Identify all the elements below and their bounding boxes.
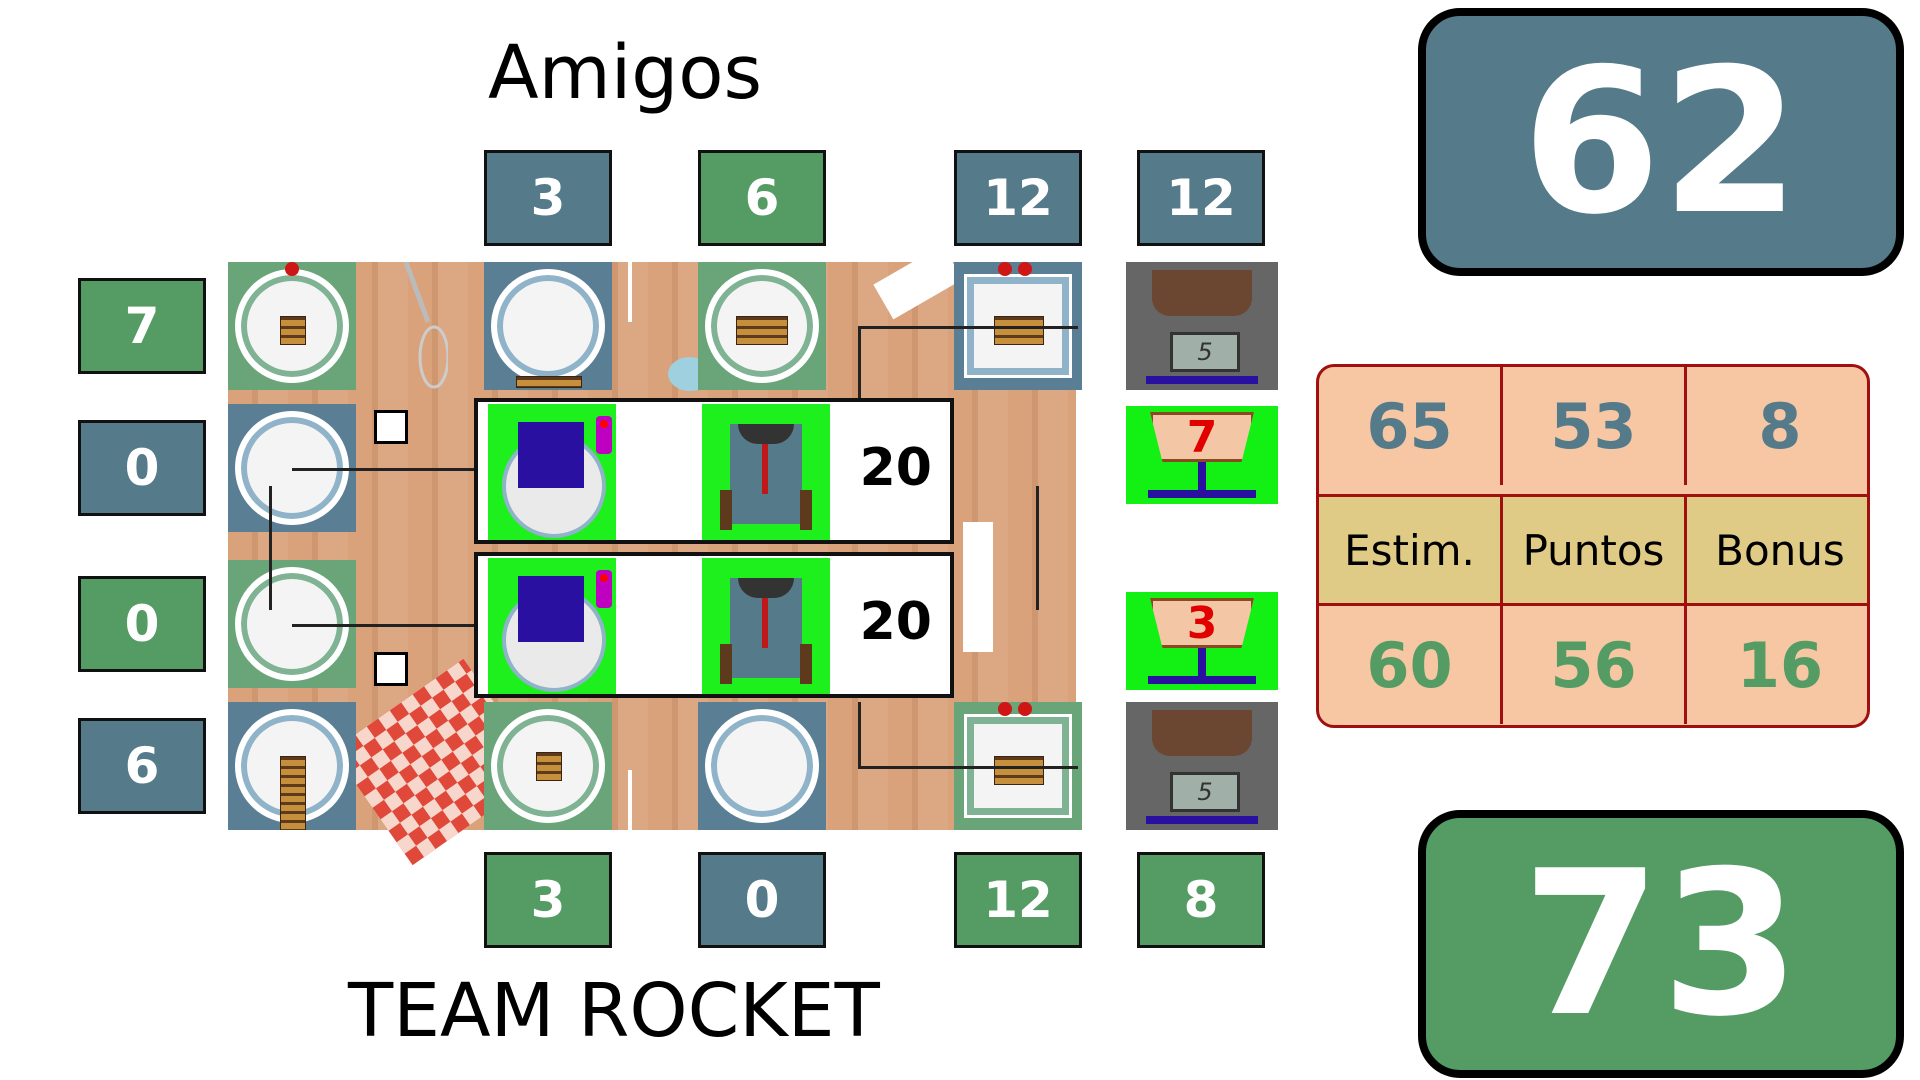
robot-panel-1[interactable]: 20 [474, 398, 954, 544]
column-score-bottom-2: 0 [698, 852, 826, 948]
estim-bottom-value: 60 [1319, 606, 1503, 724]
puntos-label: Puntos [1503, 497, 1687, 603]
bonus-bottom-value: 16 [1736, 628, 1824, 702]
bottom-team-name: TEAM ROCKET [348, 968, 880, 1054]
scale-estimate-2[interactable]: 3 [1126, 592, 1278, 690]
path-line [292, 468, 474, 471]
scale-top[interactable]: 5 [1126, 262, 1278, 390]
red-marker-icon [1018, 262, 1032, 276]
column-score-bottom-4: 8 [1137, 852, 1265, 948]
path-line [858, 326, 861, 406]
robot-icon [488, 558, 616, 694]
cookie-stack-icon [536, 752, 562, 781]
tile-r1c4[interactable] [698, 262, 826, 390]
cookie-stack-icon [994, 756, 1044, 785]
cookie-stack-icon [736, 316, 788, 345]
path-line [858, 766, 1078, 769]
game-board [228, 244, 1082, 866]
top-team-total: 62 [1418, 8, 1904, 276]
basket-icon [1152, 270, 1252, 316]
tile-r1c1[interactable] [228, 262, 356, 390]
puntos-bottom-value: 56 [1503, 606, 1687, 724]
row-score-3: 0 [78, 576, 206, 672]
red-marker-icon [1018, 702, 1032, 716]
robot-panel-2[interactable]: 20 [474, 552, 954, 698]
bottom-team-total: 73 [1418, 810, 1904, 1078]
scale-estimate-1[interactable]: 7 [1126, 406, 1278, 504]
utensil-icon [628, 770, 632, 830]
tile-r4c1[interactable] [228, 702, 356, 830]
cookie-stack-icon [280, 316, 306, 345]
estim-top-value: 65 [1319, 367, 1503, 485]
estim-label: Estim. [1319, 497, 1503, 603]
path-line [858, 326, 1078, 329]
red-marker-icon [998, 702, 1012, 716]
estimate-table: 65 53 8 Estim. Puntos Bonus 60 56 16 [1316, 364, 1870, 728]
top-team-name: Amigos [488, 30, 763, 116]
column-score-top-4: 12 [1137, 150, 1265, 246]
marker-code-icon [374, 410, 408, 444]
whisk-icon [398, 261, 450, 402]
row-score-1: 7 [78, 278, 206, 374]
marker-code-icon [374, 652, 408, 686]
robot-value: 20 [859, 592, 932, 652]
column-score-top-2: 6 [698, 150, 826, 246]
row-score-2: 0 [78, 420, 206, 516]
scale-estimate-value: 7 [1150, 412, 1254, 462]
path-line [858, 702, 861, 768]
scale-estimate-value: 3 [1150, 598, 1254, 648]
red-marker-icon [285, 262, 299, 276]
path-line [1036, 486, 1039, 610]
bonus-label: Bonus [1687, 497, 1867, 603]
tile-r1c3[interactable] [484, 262, 612, 390]
path-line [292, 624, 474, 627]
utensil-icon [628, 262, 632, 322]
cookie-stack-icon [280, 756, 306, 830]
scale-bottom[interactable]: 5 [1126, 702, 1278, 830]
napkin-icon [963, 522, 993, 652]
puntos-top-value: 53 [1503, 367, 1687, 485]
scale-weight: 5 [1170, 772, 1240, 812]
column-score-bottom-3: 12 [954, 852, 1082, 948]
cookie-stack-icon [516, 376, 582, 388]
napkin-icon [873, 244, 963, 320]
column-score-top-3: 12 [954, 150, 1082, 246]
red-marker-icon [998, 262, 1012, 276]
bonus-top-value: 8 [1758, 389, 1802, 463]
tile-r4c3[interactable] [484, 702, 612, 830]
column-score-top-1: 3 [484, 150, 612, 246]
cookie-stack-icon [994, 316, 1044, 345]
column-score-bottom-1: 3 [484, 852, 612, 948]
plate-icon [491, 269, 605, 383]
robot-value: 20 [859, 438, 932, 498]
waiter-icon [702, 404, 830, 540]
row-score-4: 6 [78, 718, 206, 814]
tile-r4c4[interactable] [698, 702, 826, 830]
waiter-icon [702, 558, 830, 694]
plate-icon [491, 709, 605, 823]
robot-icon [488, 404, 616, 540]
scale-weight: 5 [1170, 332, 1240, 372]
plate-icon [705, 709, 819, 823]
basket-icon [1152, 710, 1252, 756]
path-line [269, 486, 272, 610]
